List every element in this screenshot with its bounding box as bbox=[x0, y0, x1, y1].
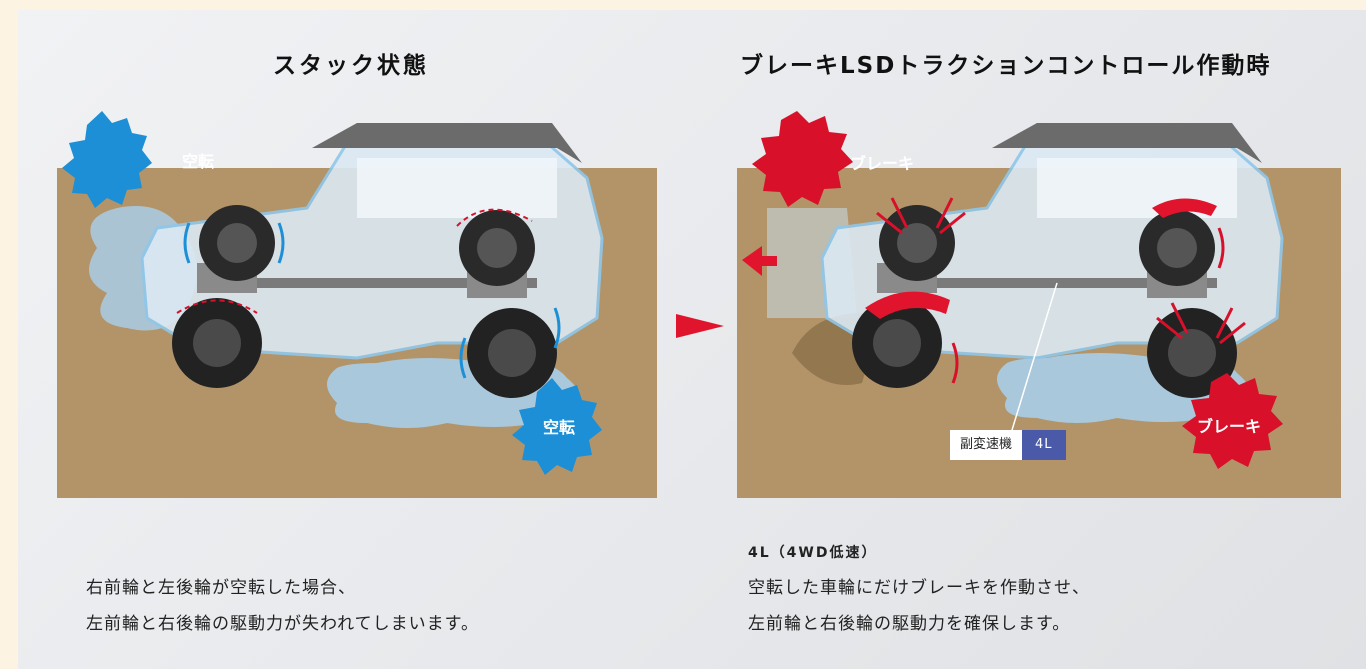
left-description: 右前輪と左後輪が空転した場合、 左前輪と右後輪の駆動力が失われてしまいます。 bbox=[86, 570, 479, 642]
spin-burst-bottom bbox=[512, 378, 602, 475]
transition-arrow bbox=[676, 314, 724, 338]
spin-label-bottom: 空転 bbox=[542, 418, 575, 437]
subtransmission-value: 4L bbox=[1022, 430, 1066, 460]
traction-vehicle-illustration bbox=[742, 111, 1284, 469]
rotation-arrow bbox=[865, 291, 950, 319]
right-description: 空転した車輪にだけブレーキを作動させ、 左前輪と右後輪の駆動力を確保します。 bbox=[748, 570, 1090, 642]
left-title: スタック状態 bbox=[273, 53, 429, 79]
brake-mark bbox=[1156, 302, 1246, 345]
spin-wave bbox=[1217, 227, 1225, 269]
drive-shaft bbox=[207, 278, 537, 288]
window bbox=[357, 158, 557, 218]
drive-shaft bbox=[887, 278, 1217, 288]
rotation-arrow bbox=[1152, 198, 1217, 218]
brake-label-top: ブレーキ bbox=[849, 154, 914, 173]
spin-wave bbox=[951, 342, 959, 384]
roof bbox=[312, 123, 582, 163]
stuck-scene: 空転 空転 bbox=[57, 111, 657, 498]
spin-arrow bbox=[456, 208, 533, 227]
motion-arrow bbox=[742, 246, 777, 276]
right-description-line1: 空転した車輪にだけブレーキを作動させ、 bbox=[748, 578, 1090, 598]
brake-burst-bottom bbox=[1182, 373, 1283, 469]
spin-label-top: 空転 bbox=[181, 152, 214, 171]
roof bbox=[992, 123, 1262, 163]
subtransmission-badge: 副変速機 4L bbox=[950, 430, 1066, 460]
drive-mode: 4L（4WD低速） bbox=[748, 545, 878, 561]
spin-wave bbox=[459, 307, 561, 379]
right-title: ブレーキLSDトラクションコントロール作動時 bbox=[740, 53, 1272, 79]
right-description-line2: 左前輪と右後輪の駆動力を確保します。 bbox=[748, 614, 1071, 634]
brake-label-bottom: ブレーキ bbox=[1196, 417, 1261, 436]
left-description-line2: 左前輪と右後輪の駆動力が失われてしまいます。 bbox=[86, 614, 479, 634]
stuck-vehicle-illustration bbox=[62, 111, 604, 475]
subtransmission-label: 副変速機 bbox=[950, 430, 1023, 460]
spin-arrow bbox=[176, 299, 258, 314]
brake-mark bbox=[876, 197, 966, 235]
brake-burst-top bbox=[752, 111, 853, 207]
spin-burst-top bbox=[62, 111, 152, 208]
traction-scene: ブレーキ ブレーキ 副変速機 4L bbox=[737, 111, 1341, 498]
left-description-line1: 右前輪と左後輪が空転した場合、 bbox=[86, 578, 356, 598]
leader-line bbox=[1011, 282, 1058, 431]
spin-wave bbox=[183, 222, 285, 264]
